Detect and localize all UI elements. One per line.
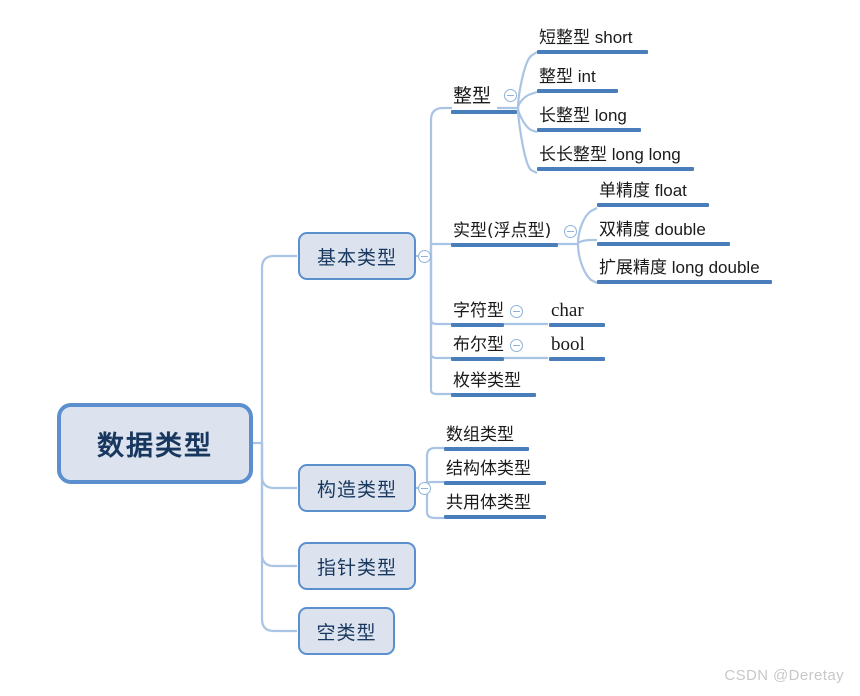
collapse-toggle-bool-type[interactable] (510, 339, 523, 352)
leaf-bool[interactable]: bool (549, 335, 605, 361)
node-void-type[interactable]: 空类型 (298, 607, 395, 655)
node-bool-type-underline (451, 357, 504, 361)
leaf-int[interactable]: 整型 int (537, 67, 618, 93)
node-constructed-type-label: 构造类型 (316, 479, 397, 501)
leaf-array-type[interactable]: 数组类型 (444, 425, 529, 451)
leaf-double[interactable]: 双精度 double (597, 220, 730, 246)
node-integer-type[interactable]: 整型 (451, 85, 517, 114)
watermark: CSDN @Deretay (724, 667, 844, 684)
leaf-struct-type-label: 结构体类型 (446, 459, 531, 479)
node-basic-type-label: 基本类型 (316, 247, 397, 269)
node-pointer-type-label: 指针类型 (316, 557, 397, 579)
node-void-type-label: 空类型 (316, 622, 377, 644)
node-real-type-underline (451, 243, 558, 247)
node-integer-type-underline (451, 110, 517, 114)
leaf-long-long-label: 长长整型 long long (539, 145, 681, 165)
collapse-toggle-integer-type[interactable] (504, 89, 517, 102)
leaf-short[interactable]: 短整型 short (537, 28, 648, 54)
leaf-union-type-label: 共用体类型 (446, 493, 531, 513)
node-bool-type-label: 布尔型 (453, 335, 504, 355)
leaf-long[interactable]: 长整型 long (537, 106, 641, 132)
leaf-bool-label: bool (551, 334, 585, 355)
node-real-type[interactable]: 实型(浮点型) (451, 221, 558, 247)
leaf-array-type-label: 数组类型 (446, 425, 514, 445)
leaf-float-label: 单精度 float (599, 181, 687, 201)
leaf-long-underline (537, 128, 641, 132)
leaf-double-underline (597, 242, 730, 246)
leaf-double-label: 双精度 double (599, 220, 706, 240)
root-node-data-type[interactable]: 数据类型 (57, 403, 253, 484)
leaf-long-long-underline (537, 167, 694, 171)
leaf-long-double-label: 扩展精度 long double (599, 258, 760, 278)
root-node-label: 数据类型 (97, 431, 213, 461)
leaf-char-label: char (551, 300, 584, 321)
leaf-union-type[interactable]: 共用体类型 (444, 493, 546, 519)
collapse-toggle-constructed-type[interactable] (418, 482, 431, 495)
node-enum-type-label: 枚举类型 (453, 371, 521, 391)
node-basic-type[interactable]: 基本类型 (298, 232, 416, 280)
leaf-float[interactable]: 单精度 float (597, 181, 709, 207)
leaf-float-underline (597, 203, 709, 207)
node-real-type-label: 实型(浮点型) (453, 221, 552, 241)
node-pointer-type[interactable]: 指针类型 (298, 542, 416, 590)
leaf-long-double-underline (597, 280, 772, 284)
leaf-int-underline (537, 89, 618, 93)
leaf-short-label: 短整型 short (539, 28, 633, 48)
node-char-type-underline (451, 323, 504, 327)
leaf-long-double[interactable]: 扩展精度 long double (597, 258, 772, 284)
collapse-toggle-real-type[interactable] (564, 225, 577, 238)
leaf-char[interactable]: char (549, 301, 605, 327)
node-enum-type[interactable]: 枚举类型 (451, 371, 536, 397)
node-char-type[interactable]: 字符型 (451, 301, 605, 327)
leaf-bool-underline (549, 357, 605, 361)
collapse-toggle-basic-type[interactable] (418, 250, 431, 263)
node-char-type-label: 字符型 (453, 301, 504, 321)
leaf-char-underline (549, 323, 605, 327)
collapse-toggle-char-type[interactable] (510, 305, 523, 318)
leaf-union-type-underline (444, 515, 546, 519)
leaf-array-type-underline (444, 447, 529, 451)
node-enum-type-underline (451, 393, 536, 397)
leaf-struct-type[interactable]: 结构体类型 (444, 459, 546, 485)
node-constructed-type[interactable]: 构造类型 (298, 464, 416, 512)
leaf-long-label: 长整型 long (539, 106, 627, 126)
leaf-int-label: 整型 int (539, 67, 596, 87)
leaf-struct-type-underline (444, 481, 546, 485)
leaf-long-long[interactable]: 长长整型 long long (537, 145, 694, 171)
leaf-short-underline (537, 50, 648, 54)
node-integer-type-label: 整型 (453, 85, 492, 107)
node-bool-type[interactable]: 布尔型 (451, 335, 605, 361)
